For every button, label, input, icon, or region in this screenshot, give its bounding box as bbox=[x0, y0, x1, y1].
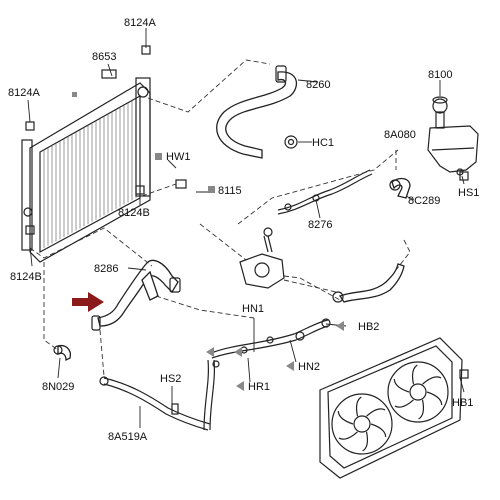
label-8653: 8653 bbox=[92, 51, 116, 63]
leader-lines bbox=[27, 28, 465, 428]
hose-8276 bbox=[277, 169, 373, 215]
label-8n029: 8N029 bbox=[42, 381, 74, 393]
hc1-clamp bbox=[284, 135, 298, 149]
label-8115: 8115 bbox=[218, 185, 242, 197]
fan-blade bbox=[418, 399, 425, 420]
label-hs1: HS1 bbox=[458, 187, 479, 199]
lower-radiator-hose bbox=[91, 259, 181, 331]
coolant-expansion-tank bbox=[427, 96, 479, 176]
label-8276: 8276 bbox=[308, 219, 332, 231]
fan-blade bbox=[366, 408, 386, 417]
fan-blade bbox=[370, 423, 387, 438]
8115-marker bbox=[208, 186, 215, 193]
fan-blade bbox=[422, 376, 442, 385]
dashed-routing-lines bbox=[29, 59, 411, 377]
hose-marker-left bbox=[206, 347, 214, 357]
fan-shroud bbox=[319, 337, 463, 479]
thermostat-housing bbox=[239, 227, 285, 289]
hb2-marker bbox=[336, 321, 344, 331]
label-8100: 8100 bbox=[428, 69, 452, 81]
radiator bbox=[21, 77, 151, 263]
label-8a080: 8A080 bbox=[384, 129, 416, 141]
hn2-marker bbox=[286, 361, 294, 371]
label-8c289: 8C289 bbox=[408, 195, 440, 207]
label-hn2: HN2 bbox=[298, 361, 320, 373]
fan-blade bbox=[338, 431, 358, 440]
upper-radiator-hose bbox=[216, 65, 298, 159]
label-hr1: HR1 bbox=[248, 381, 270, 393]
hose-8c289 bbox=[389, 177, 411, 199]
label-hc1: HC1 bbox=[312, 137, 334, 149]
hose-marker-mid bbox=[234, 347, 242, 357]
highlight-arrow bbox=[72, 292, 104, 312]
label-8286: 8286 bbox=[94, 263, 118, 275]
label-8124b-mid: 8124B bbox=[118, 207, 150, 219]
fitting-8n029 bbox=[53, 344, 72, 362]
fan-blade bbox=[355, 396, 362, 417]
label-hw1: HW1 bbox=[166, 151, 190, 163]
label-hb2: HB2 bbox=[358, 321, 379, 333]
hr1-marker bbox=[236, 381, 244, 391]
label-8124a-left: 8124A bbox=[8, 87, 40, 99]
hw1-marker bbox=[155, 153, 162, 160]
label-8124b-left: 8124B bbox=[10, 271, 42, 283]
fan-blade bbox=[426, 391, 443, 406]
label-hs2: HS2 bbox=[160, 373, 181, 385]
part-labels: 8124A 8653 8124A 8260 8100 8A080 HC1 HW1… bbox=[8, 17, 479, 443]
fan-blade bbox=[393, 378, 410, 393]
label-hn1: HN1 bbox=[242, 303, 264, 315]
fan-blade bbox=[411, 364, 418, 385]
label-8260: 8260 bbox=[306, 79, 330, 91]
fasteners bbox=[25, 45, 469, 379]
label-hb1: HB1 bbox=[452, 397, 473, 409]
fan-blade bbox=[362, 431, 369, 452]
return-hose bbox=[332, 263, 405, 303]
label-8a519a: 8A519A bbox=[108, 431, 148, 443]
label-8124a-top: 8124A bbox=[124, 17, 156, 29]
fan-blade bbox=[337, 410, 354, 425]
fan-blade bbox=[394, 399, 414, 408]
heater-hoses bbox=[99, 318, 331, 431]
radiator-marker bbox=[72, 92, 77, 97]
